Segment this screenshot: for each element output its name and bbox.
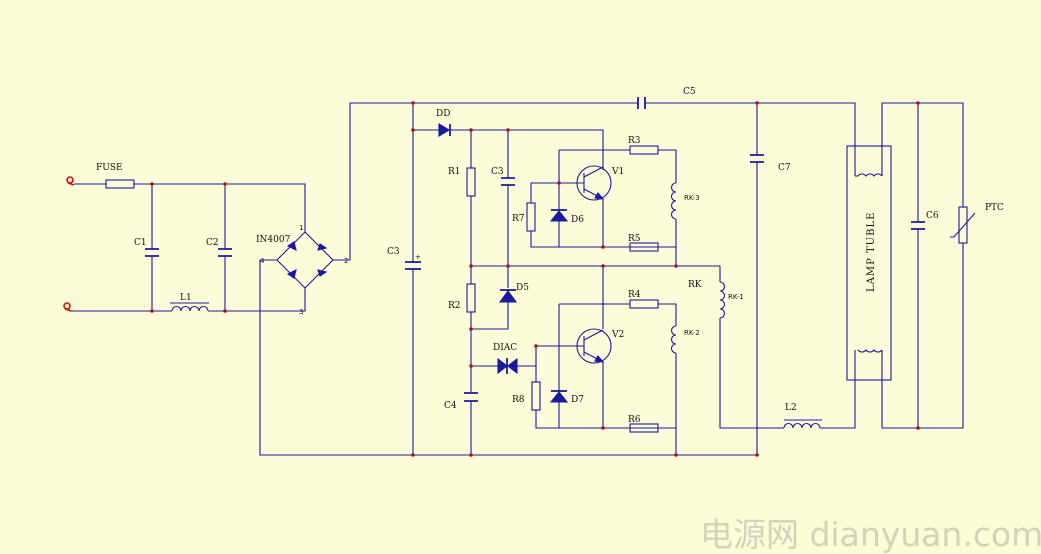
r7-body — [526, 202, 536, 232]
c7-label: C7 — [778, 163, 791, 173]
input-terminal-bottom — [63, 302, 71, 310]
rk3-coil — [670, 182, 677, 220]
v2-label: V2 — [611, 330, 624, 340]
capacitor-c3-bulk: + C3 — [387, 103, 421, 455]
r3-label: R3 — [628, 136, 641, 146]
rk2-coil — [670, 325, 677, 354]
r8-body — [531, 381, 541, 411]
r4-body — [629, 299, 659, 309]
fuse: FUSE — [74, 163, 306, 232]
d7-label: D7 — [571, 395, 584, 405]
rk3-label: RK-3 — [684, 194, 700, 202]
rk2-label: RK-2 — [684, 329, 700, 337]
r5-body — [629, 242, 659, 252]
capacitor-c5: C5 — [637, 87, 856, 146]
dc-positive-rail — [333, 102, 638, 261]
lamp-tube: LAMP TUBLE — [846, 145, 892, 381]
c4-label: C4 — [444, 401, 457, 411]
transistor-v2-stage: R4 V2 R8 D7 RK-2 R6 — [512, 266, 700, 455]
capacitor-c3: C3 — [491, 130, 515, 266]
rk-label: RK — [688, 280, 702, 290]
dc-negative-rail — [259, 259, 757, 456]
transformer-rk1: RK RK-1 — [688, 266, 784, 429]
c2-label: C2 — [206, 238, 219, 248]
l1-label: L1 — [180, 293, 192, 303]
capacitor-c7: C7 — [750, 103, 791, 455]
ptc-thermistor: PTC — [950, 203, 1004, 244]
inductor-l2: L2 — [783, 380, 856, 429]
bridge-label: IN4007 — [256, 235, 291, 245]
diac: DIAC — [471, 343, 536, 375]
junction-dots — [150, 101, 920, 457]
r5-label: R5 — [628, 234, 641, 244]
d6-label: D6 — [571, 215, 584, 225]
svg-text:3: 3 — [299, 308, 303, 316]
svg-text:+: + — [415, 253, 421, 261]
resistor-r1: R1 — [448, 130, 476, 266]
diode-d5: D5 — [471, 266, 529, 330]
svg-text:4: 4 — [260, 257, 265, 265]
ptc-label: PTC — [985, 203, 1004, 213]
l2-label: L2 — [785, 403, 797, 413]
r7-label: R7 — [512, 214, 525, 224]
resistor-r2: R2 — [448, 266, 476, 455]
d5-label: D5 — [516, 283, 529, 293]
c3-bulk-label: C3 — [387, 247, 400, 257]
rk1-label: RK-1 — [728, 293, 744, 301]
lamp-label: LAMP TUBLE — [866, 212, 877, 292]
svg-text:2: 2 — [344, 257, 348, 265]
svg-text:1: 1 — [299, 224, 303, 232]
capacitor-c4: C4 — [444, 392, 478, 411]
diode-dd: DD — [413, 109, 604, 170]
diac-label: DIAC — [493, 343, 517, 353]
r6-body — [629, 423, 659, 433]
r2-label: R2 — [448, 301, 461, 311]
c6-label: C6 — [926, 211, 939, 221]
r6-label: R6 — [628, 415, 641, 425]
c3-label: C3 — [491, 167, 504, 177]
capacitor-c2: C2 — [206, 184, 232, 311]
r4-label: R4 — [628, 290, 641, 300]
fuse-body — [105, 179, 135, 189]
transistor-v1-stage: R3 V1 R7 D6 RK-3 R5 — [512, 136, 700, 266]
r3-body — [629, 145, 659, 155]
inductor-l1: L1 — [71, 288, 306, 312]
input-terminals — [63, 176, 75, 312]
dd-label: DD — [436, 109, 450, 119]
input-terminal-top — [66, 176, 74, 184]
capacitor-c6: C6 — [911, 103, 939, 428]
r8-label: R8 — [512, 395, 525, 405]
c5-label: C5 — [683, 87, 696, 97]
c1-label: C1 — [134, 238, 147, 248]
watermark: 电源网 dianyuan.com — [700, 515, 1041, 554]
r1-label: R1 — [448, 167, 461, 177]
v1-label: V1 — [611, 167, 624, 177]
fuse-label: FUSE — [96, 163, 123, 173]
capacitor-c1: C1 — [134, 184, 159, 311]
bridge-rectifier: IN4007 1 2 3 4 — [256, 224, 348, 316]
